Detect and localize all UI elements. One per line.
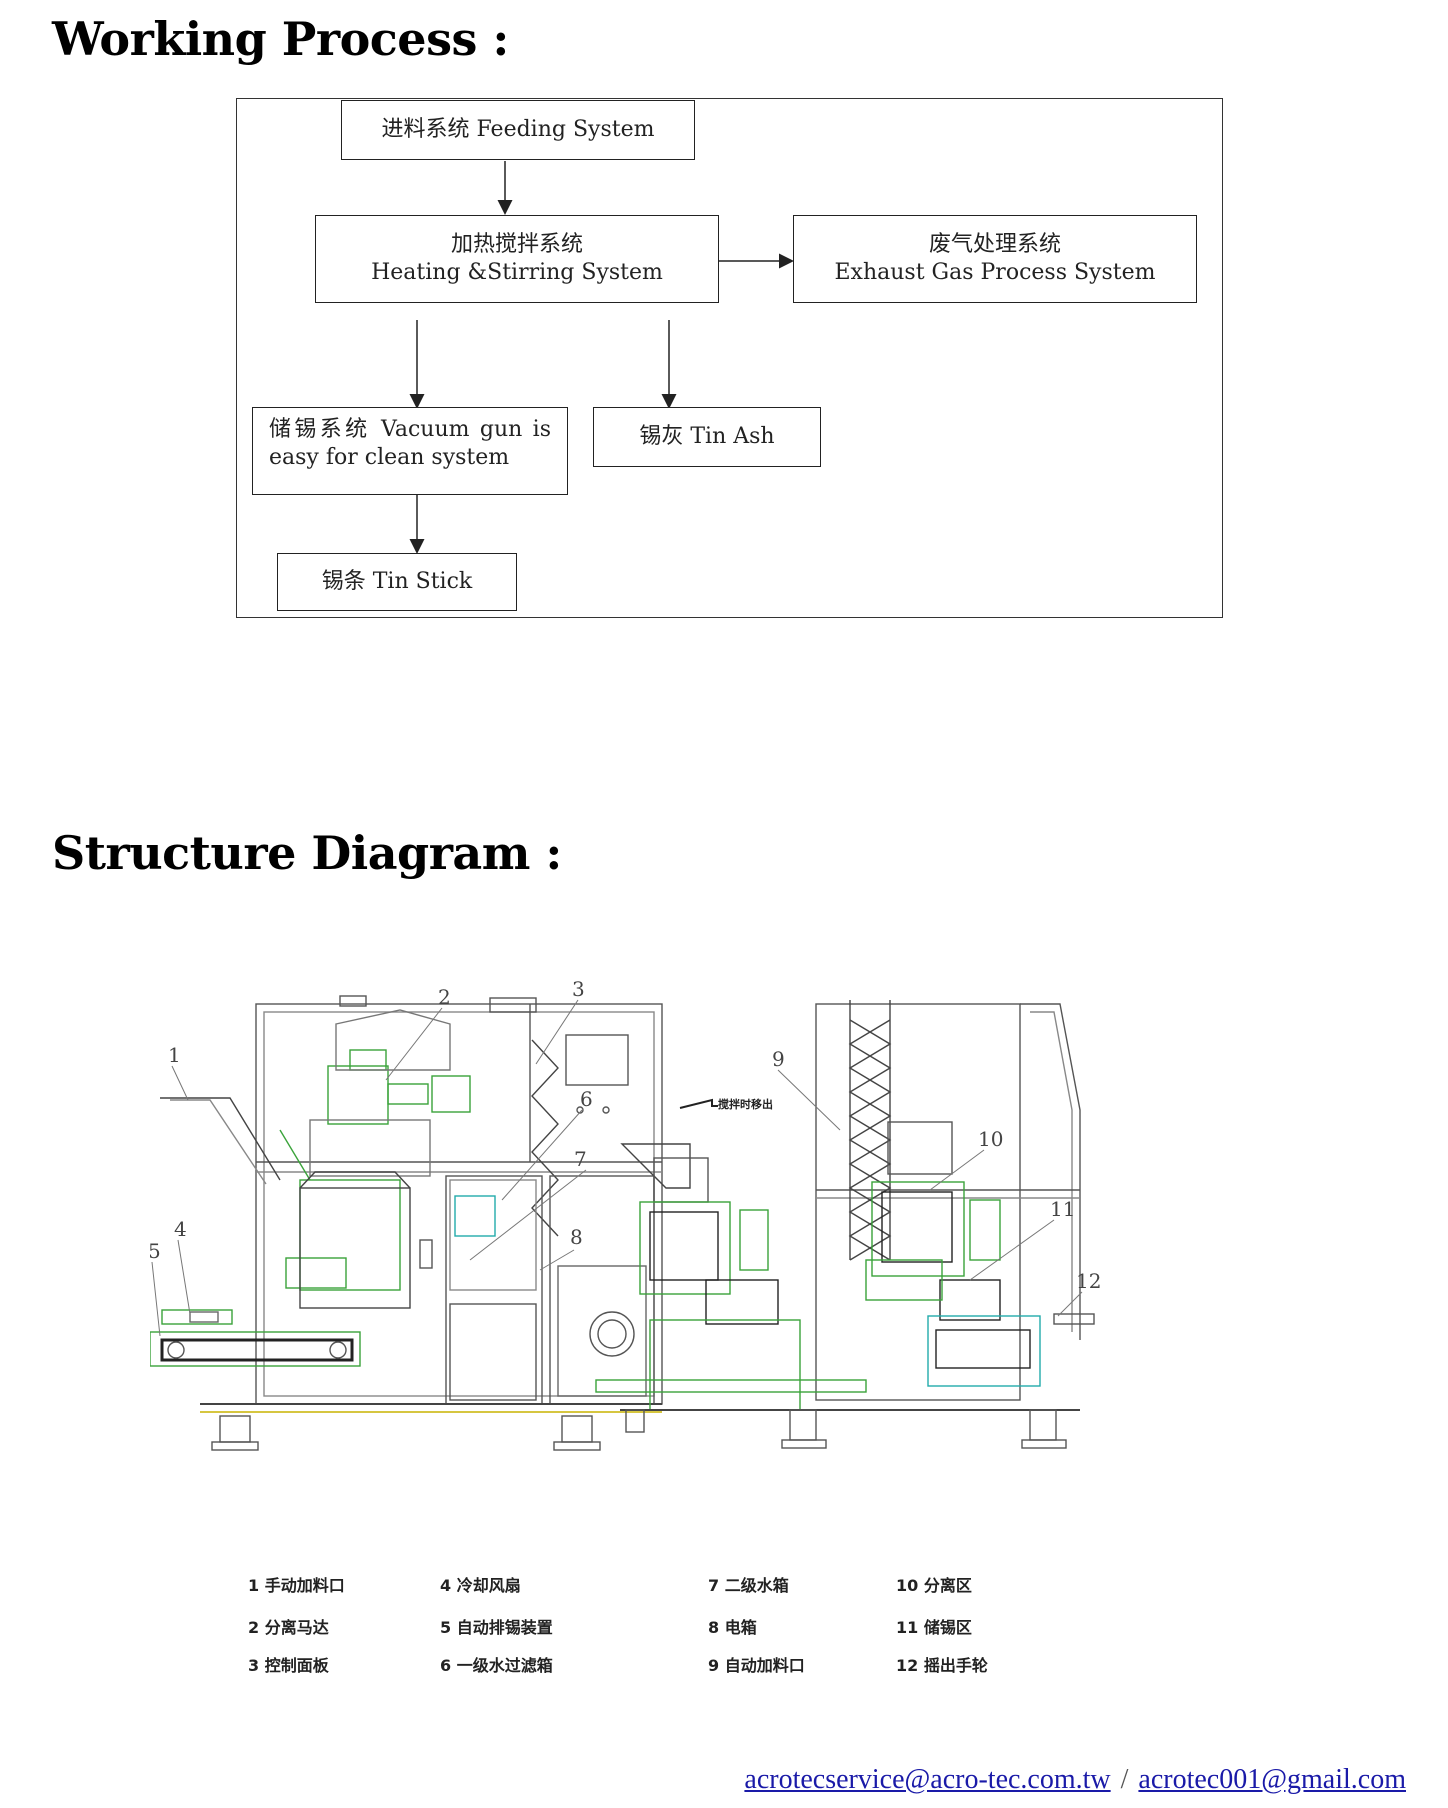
legend-item-10: 10 分离区 (896, 1576, 972, 1595)
flowchart-arrows (409, 161, 794, 554)
legend-item-8: 8 电箱 (708, 1618, 757, 1637)
exhaust-label-cn: 废气处理系统 (928, 232, 1061, 257)
legend-item-6: 6 一级水过滤箱 (440, 1656, 553, 1675)
legend-item-11: 11 储锡区 (896, 1618, 972, 1637)
tin-stick-label: 锡条 Tin Stick (321, 569, 473, 594)
callout-12: 12 (1076, 1269, 1101, 1293)
callout-4: 4 (174, 1217, 187, 1241)
storage-label: 储锡系统 Vacuum gun is easy for clean system (269, 417, 551, 470)
working-process-heading: Working Process : (52, 12, 509, 66)
feeding-system-box: 进料系统 Feeding System (341, 100, 695, 160)
legend-item-7: 7 二级水箱 (708, 1576, 789, 1595)
tin-ash-label: 锡灰 Tin Ash (639, 424, 775, 449)
legend-item-3: 3 控制面板 (248, 1656, 329, 1675)
callout-6: 6 (580, 1087, 593, 1111)
heating-label-cn: 加热搅拌系统 (450, 232, 583, 257)
callout-1: 1 (168, 1043, 181, 1067)
structure-diagram-heading: Structure Diagram : (52, 826, 562, 880)
callout-11: 11 (1050, 1197, 1075, 1221)
tin-ash-box: 锡灰 Tin Ash (593, 407, 821, 467)
footer-separator: / (1120, 1764, 1129, 1795)
callout-5: 5 (150, 1239, 161, 1263)
email-link-primary[interactable]: acrotecservice@acro-tec.com.tw (744, 1764, 1111, 1795)
heating-label-en: Heating &Stirring System (371, 260, 663, 285)
legend-item-1: 1 手动加料口 (248, 1576, 345, 1595)
legend-item-9: 9 自动加料口 (708, 1656, 805, 1675)
control-panel-shape (565, 1034, 629, 1086)
legend-item-12: 12 摇出手轮 (896, 1656, 988, 1675)
left-machine-frame (255, 1003, 663, 1405)
callout-8: 8 (570, 1225, 583, 1249)
feeding-system-label: 进料系统 Feeding System (381, 117, 655, 142)
callout-9: 9 (772, 1047, 785, 1071)
callout-7: 7 (574, 1147, 587, 1171)
exhaust-label-en: Exhaust Gas Process System (834, 260, 1156, 285)
legend-item-4: 4 冷却风扇 (440, 1576, 521, 1595)
tin-stick-box: 锡条 Tin Stick (277, 553, 517, 611)
structure-diagram: 1 2 3 4 5 6 7 8 9 10 11 12 搅拌时移出 (150, 977, 1101, 1451)
heating-stirring-box: 加热搅拌系统 Heating &Stirring System (315, 215, 719, 303)
contact-footer: acrotecservice@acro-tec.com.tw / acrotec00… (744, 1764, 1406, 1796)
email-link-secondary[interactable]: acrotec001@gmail.com (1138, 1764, 1406, 1795)
legend-item-5: 5 自动排锡装置 (440, 1618, 553, 1637)
storage-system-box: 储锡系统 Vacuum gun is easy for clean system (252, 407, 568, 495)
callout-2: 2 (438, 985, 451, 1009)
callout-3: 3 (572, 977, 585, 1001)
callout-10: 10 (978, 1127, 1003, 1151)
exhaust-gas-box: 废气处理系统 Exhaust Gas Process System (793, 215, 1197, 303)
working-process-flowchart: 进料系统 Feeding System 加热搅拌系统 Heating &Stir… (236, 98, 1223, 618)
legend-item-2: 2 分离马达 (248, 1618, 329, 1637)
diagram-note: 搅拌时移出 (718, 1097, 773, 1111)
